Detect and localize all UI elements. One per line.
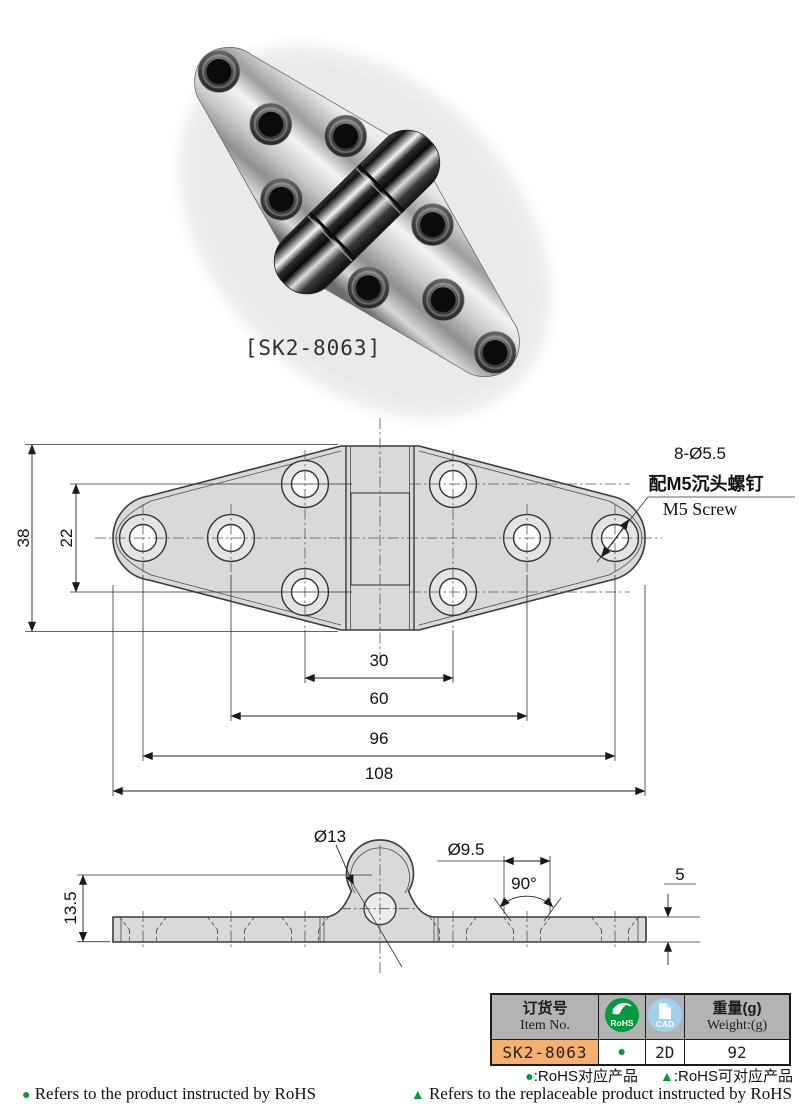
legend-en-dot-text: Refers to the product instructed by RoHS [30, 1084, 317, 1103]
header-weight-zh: 重量(g) [712, 999, 762, 1017]
countersink-hidden-lines [119, 916, 639, 942]
dim-13-5: 13.5 [61, 891, 80, 924]
header-item-no-en: Item No. [520, 1017, 570, 1033]
rohs-dot: ● [617, 1043, 626, 1059]
hinge-knuckle-gaps [307, 164, 405, 262]
legend-en: ● Refers to the product instructed by Ro… [22, 1084, 792, 1104]
legend-zh: ●:RoHS对应产品 ▲:RoHS可对应产品 [525, 1065, 793, 1086]
header-item-no: 订货号 Item No. [490, 993, 599, 1040]
legend-en-dot-item: ● Refers to the product instructed by Ro… [22, 1084, 316, 1104]
rohs-dot-icon: ● [22, 1086, 31, 1102]
rohs-dot-icon: ● [525, 1068, 534, 1084]
cell-cad-type: 2D [644, 1039, 686, 1066]
legend-zh-tri-text: :RoHS可对应产品 [673, 1068, 793, 1085]
dim-96: 96 [370, 729, 389, 748]
cell-weight: 92 [684, 1039, 791, 1066]
rohs-icon: RoHS [604, 997, 639, 1032]
dim-angle: 90° [511, 874, 537, 893]
side-view-dimensions [77, 844, 700, 968]
side-view-centerlines [142, 845, 616, 975]
top-view-drawing: 38 22 30 60 96 108 8-Ø5.5 配M5沉头螺钉 M5 Scr… [14, 418, 795, 796]
top-view-dimension-lines [27, 444, 646, 796]
side-view-drawing: 13.5 Ø13 Ø9.5 90° 5 [61, 827, 700, 975]
hinge-screw-holes [197, 50, 517, 374]
legend-en-tri-item: ▲ Refers to the replaceable product inst… [411, 1084, 792, 1104]
header-cad: CAD [644, 993, 686, 1040]
dim-countersink-dia: Ø9.5 [448, 840, 485, 859]
top-view-centerlines [95, 418, 662, 662]
side-view-outline [112, 839, 647, 943]
spec-table-data-row: SK2-8063 ● 2D 92 [490, 1039, 791, 1066]
product-photo [179, 46, 551, 418]
svg-text:CAD: CAD [656, 1019, 674, 1029]
spec-table: 订货号 Item No. RoHS CAD 重量(g) Weight:(g) [490, 993, 791, 1066]
dim-60: 60 [370, 689, 389, 708]
header-weight-en: Weight:(g) [706, 1017, 768, 1033]
legend-en-tri-text: Refers to the replaceable product instru… [424, 1084, 792, 1103]
product-model-label: [SK2-8063] [244, 336, 382, 360]
hinge-barrel [273, 129, 441, 295]
dim-thickness: 5 [675, 865, 684, 884]
dim-22: 22 [57, 529, 76, 548]
dim-30: 30 [370, 651, 389, 670]
hole-note-zh: 配M5沉头螺钉 [648, 473, 763, 494]
header-weight: 重量(g) Weight:(g) [684, 993, 791, 1040]
header-item-no-zh: 订货号 [522, 999, 568, 1017]
hole-note-en: M5 Screw [663, 499, 738, 519]
dim-38: 38 [14, 529, 33, 548]
spec-table-header-row: 订货号 Item No. RoHS CAD 重量(g) Weight:(g) [490, 993, 791, 1040]
hole-leader [596, 496, 795, 563]
svg-text:RoHS: RoHS [610, 1018, 633, 1028]
hole-note-count: 8-Ø5.5 [674, 444, 726, 463]
dim-knuckle-dia: Ø13 [314, 827, 346, 846]
cad-icon: CAD [647, 997, 682, 1032]
side-view-detail-lines [120, 917, 639, 942]
cell-rohs-status: ● [597, 1039, 646, 1066]
rohs-triangle-icon: ▲ [410, 1086, 425, 1102]
dim-108: 108 [365, 764, 393, 783]
cell-item-no: SK2-8063 [490, 1039, 599, 1066]
top-view-extension-lines [25, 444, 646, 796]
legend-zh-dot-text: :RoHS对应产品 [533, 1068, 638, 1085]
header-rohs: RoHS [597, 993, 646, 1040]
rohs-triangle-icon: ▲ [659, 1068, 674, 1084]
